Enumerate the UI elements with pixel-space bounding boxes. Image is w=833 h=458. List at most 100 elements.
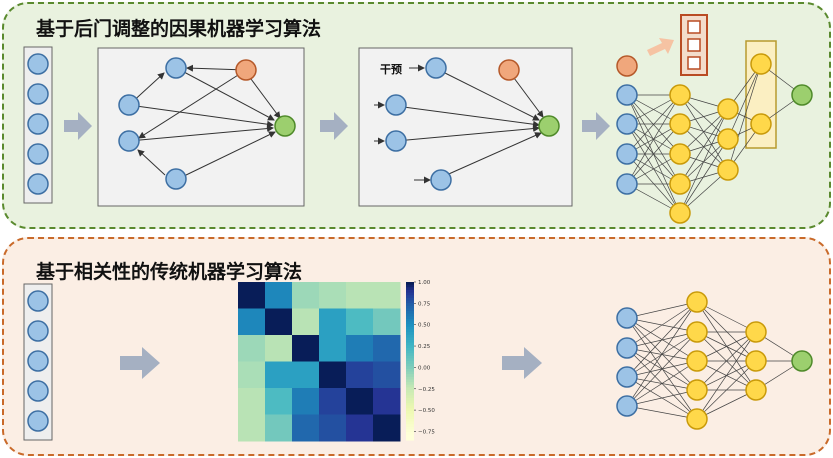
traditional-nn-edge	[696, 331, 757, 362]
heatmap-cell	[373, 335, 401, 362]
traditional-nn-node	[686, 291, 708, 313]
traditional-ml-title: 基于相关性的传统机器学习算法	[36, 261, 303, 283]
colorbar-segment	[406, 366, 414, 370]
colorbar-segment	[406, 292, 414, 296]
traditional-nn-node	[791, 350, 813, 372]
heatmap-cell	[238, 388, 266, 415]
colorbar-segment	[406, 363, 414, 367]
causal-nn-edge	[679, 108, 729, 185]
traditional-nn-node	[686, 321, 708, 343]
colorbar-segment	[406, 418, 414, 423]
causal-nn-node	[717, 98, 739, 120]
colorbar-segment	[406, 392, 414, 396]
colorbar-segment	[406, 358, 414, 362]
heatmap-cell	[319, 282, 347, 309]
traditional-nn-node	[616, 307, 638, 329]
colorbar-segment	[406, 437, 414, 441]
colorbar-segment	[406, 403, 414, 407]
colorbar-segment	[406, 345, 414, 349]
heatmap-cell	[319, 361, 347, 389]
colorbar-segment	[406, 342, 414, 346]
traditional-nn-node	[686, 408, 708, 430]
flow-arrow-3	[582, 112, 610, 140]
colorbar-segment	[406, 389, 414, 394]
colorbar-tick-label: 0.25	[418, 344, 431, 350]
flow-arrow-2	[320, 112, 348, 140]
colorbar-segment	[406, 405, 414, 409]
confounder-strata-cells	[687, 20, 701, 70]
bottom-input-feature-nodes	[27, 290, 49, 432]
causal-nn-edge	[679, 108, 729, 155]
flow-arrow-1	[64, 112, 92, 140]
colorbar-segment	[406, 387, 414, 391]
traditional-nn-node	[616, 337, 638, 359]
intervention-label: 干预	[380, 62, 402, 76]
traditional-nn-nodes	[616, 291, 813, 430]
colorbar-segment	[406, 347, 414, 352]
traditional-nn-edge	[626, 301, 698, 378]
colorbar-tick-label: 0.50	[418, 323, 431, 329]
colorbar-segment	[406, 397, 414, 402]
causal-nn-edge	[626, 123, 681, 185]
heatmap-cell	[346, 282, 374, 309]
traditional-nn-node	[686, 350, 708, 372]
colorbar-segment	[406, 337, 414, 341]
heatmap-cell	[346, 388, 374, 415]
causal-nn-edge	[679, 94, 729, 140]
heatmap-cell	[292, 414, 320, 442]
heatmap-cell	[319, 388, 347, 415]
bottom-flow-arrow-2	[502, 347, 542, 379]
causal-graph-box	[97, 47, 305, 207]
causal-graph-nodes	[118, 57, 296, 190]
bottom-flow-arrow-1	[120, 347, 160, 379]
causal-nn-edge	[727, 63, 762, 171]
colorbar-segment	[406, 434, 414, 438]
causal-nn-edge	[626, 153, 681, 214]
causal-nn-node	[616, 143, 638, 165]
colorbar-segment	[406, 376, 414, 381]
colorbar-segment	[406, 305, 414, 309]
colorbar-segment	[406, 432, 414, 436]
traditional-nn-edge	[626, 331, 698, 407]
causal-nn-node	[669, 84, 691, 106]
heatmap-cell	[265, 361, 293, 389]
heatmap-cell	[238, 308, 266, 336]
traditional-nn-edge	[696, 301, 757, 391]
causal-nn-node	[616, 84, 638, 106]
colorbar-segment	[406, 355, 414, 359]
traditional-nn-node	[686, 379, 708, 401]
colorbar-segment	[406, 334, 414, 338]
heatmap-cell	[265, 308, 293, 336]
causal-nn-edge	[679, 108, 729, 214]
colorbar-segment	[406, 313, 414, 317]
colorbar-segment	[406, 295, 414, 299]
heatmap-cell	[292, 308, 320, 336]
traditional-nn-edge	[626, 360, 698, 407]
colorbar-tick-label: 0.00	[418, 365, 431, 371]
confounder-stratify-arrow	[647, 38, 674, 56]
traditional-nn-edge	[696, 389, 757, 420]
colorbar-segment	[406, 371, 414, 375]
causal-nn-node	[616, 173, 638, 195]
heatmap-cell	[265, 282, 293, 309]
colorbar-segment	[406, 384, 414, 388]
causal-nn-edge	[626, 94, 681, 185]
colorbar-segment	[406, 426, 414, 431]
traditional-nn-edge	[626, 301, 698, 349]
colorbar-segment	[406, 374, 414, 378]
heatmap-cell	[265, 388, 293, 415]
causal-nn-edge	[727, 63, 762, 140]
causal-nn-node	[669, 113, 691, 135]
heatmap-cell	[238, 414, 266, 442]
colorbar-tick-label: 0.75	[418, 301, 431, 307]
traditional-nn-edge	[696, 301, 757, 333]
traditional-nn-edge	[626, 405, 698, 420]
colorbar-segment	[406, 289, 414, 294]
traditional-nn-edge	[626, 301, 698, 407]
colorbar-segment	[406, 408, 414, 412]
traditional-nn-edges	[626, 301, 803, 420]
heatmap-cell	[346, 361, 374, 389]
colorbar-segment	[406, 326, 414, 330]
causal-nn-node	[616, 55, 638, 77]
